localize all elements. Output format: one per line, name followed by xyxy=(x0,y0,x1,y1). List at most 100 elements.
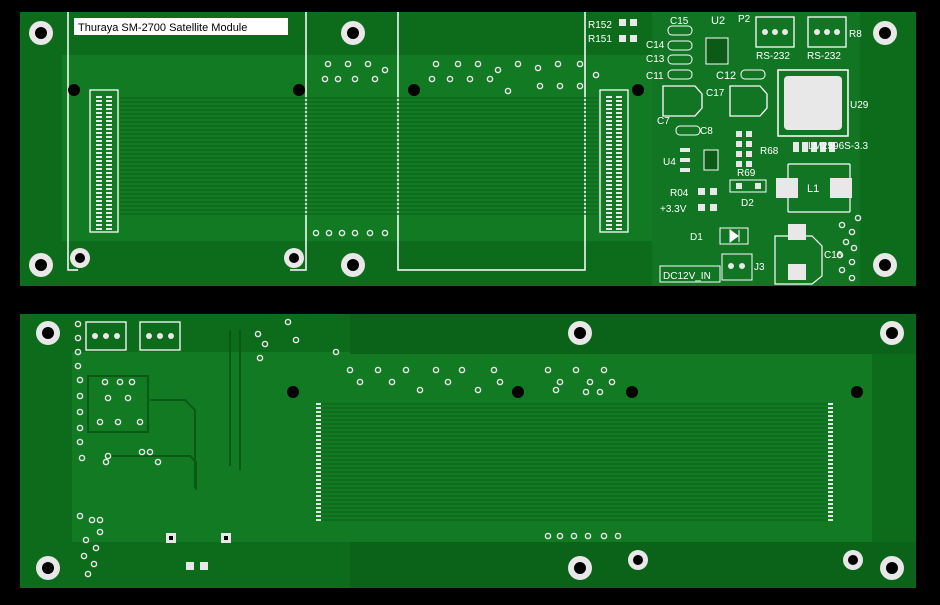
connector-pin xyxy=(106,120,112,122)
connector-pin xyxy=(606,176,612,178)
connector-pin xyxy=(606,136,612,138)
label-r04: R04 xyxy=(670,188,689,199)
bus-pad xyxy=(828,515,833,517)
bus-pad xyxy=(316,411,321,413)
pad xyxy=(698,204,705,211)
bus-pad xyxy=(316,427,321,429)
via xyxy=(576,82,584,90)
connector-pin xyxy=(106,152,112,154)
connector-pin xyxy=(606,216,612,218)
via xyxy=(366,229,374,237)
pin xyxy=(824,29,830,35)
via xyxy=(356,378,364,386)
connector-pin xyxy=(96,216,102,218)
screw-hole xyxy=(632,84,644,96)
bus-pad xyxy=(316,479,321,481)
connector-pin xyxy=(606,100,612,102)
u4-tab xyxy=(703,149,719,171)
bus-pad xyxy=(828,419,833,421)
connector-pin xyxy=(606,160,612,162)
connector-pin xyxy=(606,108,612,110)
bus-pad xyxy=(828,435,833,437)
pin xyxy=(114,333,120,339)
bus-pad xyxy=(828,491,833,493)
connector-pin xyxy=(106,160,112,162)
label-c11: C11 xyxy=(646,71,664,82)
connector-pin xyxy=(606,116,612,118)
j3-outline xyxy=(721,253,753,281)
via xyxy=(474,60,482,68)
connector-pin xyxy=(96,192,102,194)
pad xyxy=(200,562,208,570)
via xyxy=(76,424,84,432)
bus-pad xyxy=(316,419,321,421)
pad xyxy=(630,35,637,42)
label-p2: P2 xyxy=(738,14,751,25)
connector-pin xyxy=(96,172,102,174)
top-copper-pour xyxy=(62,55,652,241)
connector-pin xyxy=(616,168,622,170)
connector-pin xyxy=(606,144,612,146)
pad xyxy=(802,142,808,152)
via xyxy=(572,366,580,374)
connector-pin xyxy=(106,128,112,130)
connector-pin xyxy=(106,108,112,110)
connector-pin xyxy=(96,176,102,178)
connector-pin xyxy=(616,148,622,150)
connector-pin xyxy=(106,220,112,222)
connector-pin xyxy=(606,212,612,214)
bus-pad xyxy=(316,507,321,509)
cap-outline xyxy=(740,69,766,80)
bus-pad xyxy=(316,503,321,505)
connector-pin xyxy=(106,204,112,206)
bus-pad xyxy=(828,467,833,469)
connector-pin xyxy=(616,192,622,194)
pad xyxy=(829,142,835,152)
connector-pin xyxy=(606,224,612,226)
l1-outline xyxy=(787,163,851,213)
connector-pin xyxy=(96,196,102,198)
bus-pad xyxy=(828,503,833,505)
via xyxy=(381,66,389,74)
connector-pin xyxy=(96,112,102,114)
bus-pad xyxy=(316,431,321,433)
bus-pad xyxy=(828,483,833,485)
top-board: Thuraya SM-2700 Satellite Module xyxy=(20,12,916,286)
screw-hole xyxy=(851,386,863,398)
connector-pin xyxy=(96,96,102,98)
via xyxy=(351,229,359,237)
via xyxy=(346,366,354,374)
bus-pad xyxy=(828,479,833,481)
connector-pin xyxy=(606,124,612,126)
connector-pin xyxy=(96,208,102,210)
via xyxy=(836,251,844,259)
top-mounting-holes xyxy=(29,21,897,277)
screw-hole xyxy=(68,84,80,96)
bus-pad xyxy=(828,443,833,445)
bus-pad xyxy=(828,403,833,405)
connector-pin xyxy=(106,164,112,166)
via xyxy=(432,60,440,68)
via xyxy=(76,392,84,400)
pad xyxy=(186,562,194,570)
pad xyxy=(736,161,742,167)
connector-pin xyxy=(106,132,112,134)
connector-pin xyxy=(96,152,102,154)
bus-pad xyxy=(316,487,321,489)
mount-hole-center xyxy=(886,327,898,339)
connector-pin xyxy=(106,156,112,158)
via xyxy=(80,552,88,560)
connector-pin xyxy=(106,208,112,210)
connector-pin xyxy=(96,212,102,214)
via xyxy=(446,75,454,83)
screw-hole xyxy=(626,386,638,398)
label-c13: C13 xyxy=(646,54,665,65)
via xyxy=(284,318,292,326)
pin xyxy=(772,29,778,35)
connector-pin xyxy=(616,184,622,186)
top-vias xyxy=(312,60,862,282)
via xyxy=(486,75,494,83)
cap-outline xyxy=(675,125,701,136)
connector-pin xyxy=(106,172,112,174)
module-outline-right xyxy=(397,12,586,271)
